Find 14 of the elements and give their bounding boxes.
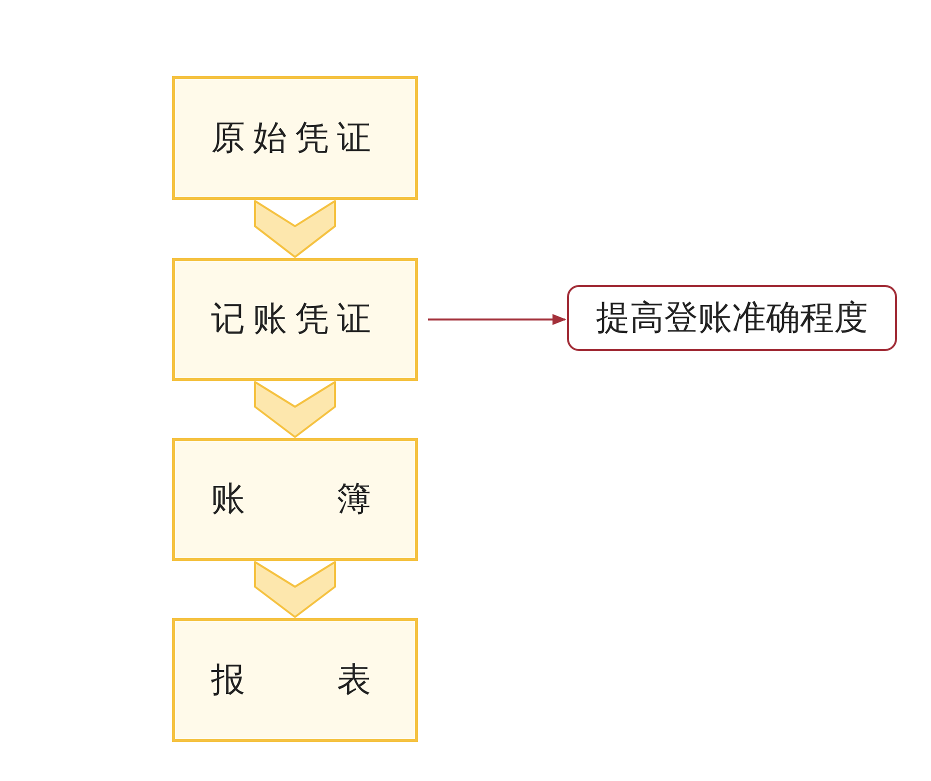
note-box [567,285,897,351]
box-label: 账 簿 [211,478,379,521]
box-label: 提高登账准确程度 [596,296,868,340]
box-label: 原始凭证 [211,116,379,160]
chevron-arrow [254,381,336,438]
box-label: 报 表 [211,658,379,702]
process-box [172,618,418,742]
arrow [428,314,566,326]
chevron-arrow [254,200,336,258]
process-box [172,76,418,200]
process-box [172,438,418,561]
box-label: 记账凭证 [211,298,379,341]
process-box [172,258,418,381]
chevron-arrow [254,561,336,618]
